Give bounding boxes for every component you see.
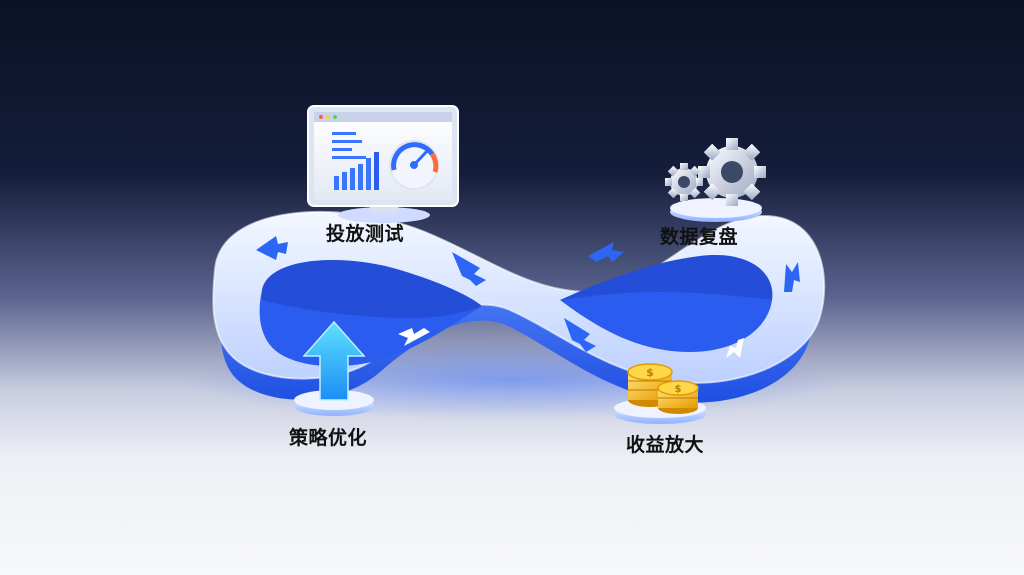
monitor-dashboard-icon	[307, 105, 459, 223]
direction-arrow-icon	[784, 262, 800, 292]
stage-label-optimize: 策略优化	[289, 427, 368, 449]
coin-stack-icon: $ $	[614, 363, 706, 424]
loop-hole-right	[560, 255, 773, 352]
stage-label-review: 数据复盘	[660, 226, 739, 248]
direction-arrow-icon	[256, 236, 288, 260]
direction-arrow-icon	[588, 242, 624, 262]
gears-icon	[665, 138, 766, 222]
svg-text:$: $	[675, 384, 682, 395]
direction-arrow-icon	[398, 328, 430, 346]
up-arrow-icon	[294, 320, 374, 416]
svg-text:$: $	[646, 366, 654, 379]
loop-hole-left	[259, 259, 482, 367]
direction-arrow-icon	[726, 338, 744, 358]
direction-arrow-icon	[452, 252, 486, 286]
stage-label-test: 投放测试	[326, 223, 405, 245]
direction-arrow-icon	[564, 318, 596, 352]
stage-label-revenue: 收益放大	[626, 434, 705, 456]
